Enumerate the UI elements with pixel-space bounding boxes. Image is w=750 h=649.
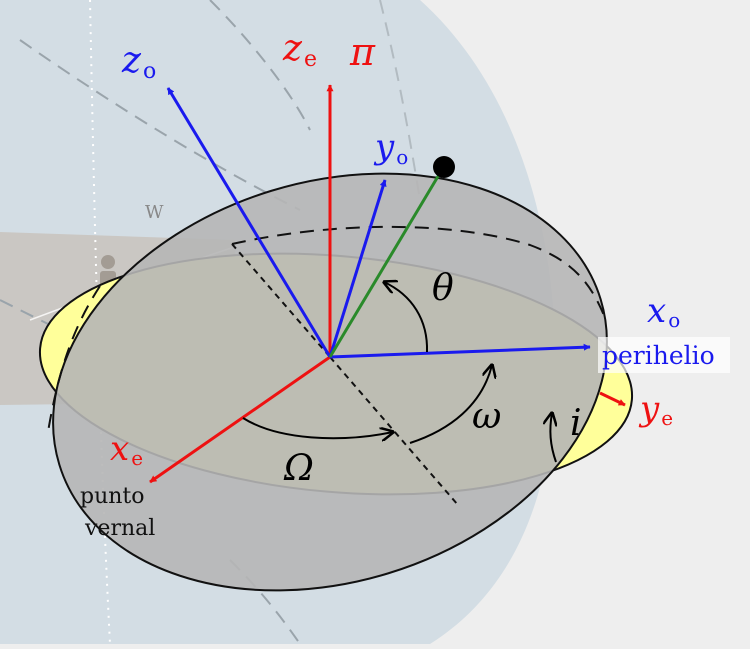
pi-label: π (349, 30, 376, 74)
orbiting-body (433, 156, 455, 178)
theta-arc (384, 282, 429, 353)
vernal-label: vernal (84, 516, 155, 541)
inclination-label: i (570, 403, 582, 444)
hidden-edges (47, 225, 606, 506)
punto-label: punto (80, 484, 145, 509)
inclination-arc (550, 413, 556, 463)
x-o-axis (329, 343, 591, 359)
z-o-axis (166, 87, 332, 358)
orbital-plane (52, 172, 608, 592)
radius-vector (328, 167, 445, 358)
orbit-ellipse (52, 172, 608, 592)
z-o-label: zo (121, 40, 156, 84)
Omega-arc (242, 417, 393, 438)
angle-arcs (242, 282, 556, 463)
theta-label: θ (432, 268, 454, 309)
y-e-axis (599, 391, 626, 407)
grid-line (209, 0, 311, 131)
compass-w-label: W (145, 202, 164, 223)
y-o-axis (328, 179, 387, 358)
line-of-nodes-upper (231, 243, 331, 358)
z-e-label: ze (282, 28, 317, 72)
Omega-label: Ω (283, 448, 314, 489)
omega-arc (409, 365, 492, 444)
perihelio-label: perihelio (602, 341, 715, 370)
orbital-axes (166, 87, 591, 359)
dashed-back-orbit (231, 225, 606, 319)
grid-line (89, 0, 111, 645)
x-e-axis (149, 355, 331, 484)
omega-label: ω (472, 396, 501, 437)
perihelio-label-bg (598, 337, 730, 373)
grid-line (19, 39, 301, 211)
ecliptic-axes (149, 84, 626, 484)
grid-line (379, 0, 421, 201)
